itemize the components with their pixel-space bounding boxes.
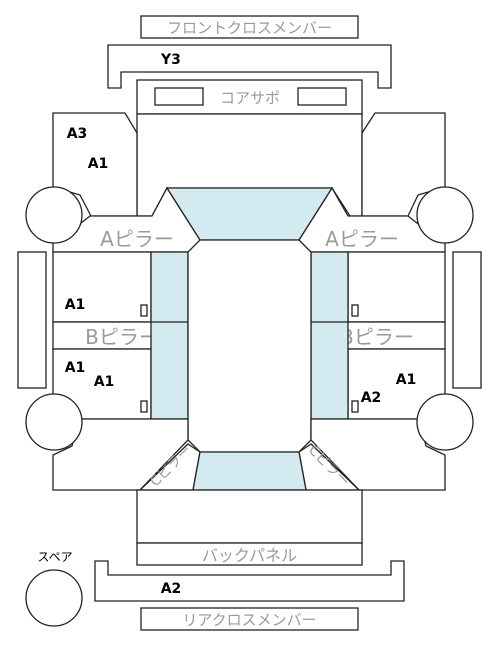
rear-cross-member-box[interactable] — [140, 607, 359, 631]
b-pillar-right-label: Bピラー — [340, 325, 414, 349]
a-pillar-right-label: Aピラー — [325, 227, 399, 251]
a1-front-left-label: A1 — [88, 156, 109, 172]
front-fender-right[interactable] — [361, 112, 446, 217]
rear-door-handle-right[interactable] — [351, 400, 359, 413]
side-step-left[interactable] — [17, 251, 47, 389]
wheel-rear-left[interactable] — [25, 393, 83, 451]
front-cross-member-box[interactable] — [140, 15, 359, 39]
spare-label: スペア — [37, 550, 72, 564]
a2-door-rear-right-label: A2 — [361, 390, 382, 406]
side-window-left[interactable] — [150, 251, 189, 420]
a1-door-rear-left-label: A1 — [65, 360, 86, 376]
front-bumper[interactable] — [107, 44, 392, 89]
b-pillar-left-label: Bピラー — [85, 325, 159, 349]
a1-rear-right-label: A1 — [396, 372, 417, 388]
front-door-left[interactable] — [52, 251, 152, 323]
a1-door-front-left-label: A1 — [65, 297, 86, 313]
rear-bumper[interactable] — [94, 560, 405, 602]
a2-rear-label: A2 — [161, 581, 182, 597]
a-pillar-left-label: Aピラー — [100, 227, 174, 251]
core-support-label: コアサポ — [220, 89, 280, 107]
front-door-right[interactable] — [347, 251, 446, 323]
roof[interactable] — [187, 239, 312, 453]
rear-door-handle-left[interactable] — [140, 400, 148, 413]
front-cross-member-label: フロントクロスメンバー — [167, 19, 332, 37]
rear-cross-member-label: リアクロスメンバー — [182, 611, 316, 629]
front-door-handle-left[interactable] — [140, 304, 148, 317]
rear-window[interactable] — [192, 451, 307, 491]
side-window-right[interactable] — [310, 251, 349, 420]
headlight-left[interactable] — [154, 87, 204, 106]
a3-label: A3 — [67, 126, 88, 142]
trunk[interactable] — [136, 489, 363, 544]
back-panel[interactable] — [136, 542, 363, 566]
wheel-front-left[interactable] — [25, 186, 83, 244]
side-step-right[interactable] — [452, 251, 482, 389]
y3-label: Y3 — [160, 52, 181, 68]
spare-tire[interactable] — [25, 569, 83, 627]
wheel-rear-right[interactable] — [416, 393, 474, 451]
back-panel-label: バックパネル — [202, 546, 297, 565]
front-door-handle-right[interactable] — [351, 304, 359, 317]
a1-rear-left-inner-label: A1 — [94, 374, 115, 390]
headlight-right[interactable] — [297, 87, 347, 106]
wheel-front-right[interactable] — [416, 186, 474, 244]
